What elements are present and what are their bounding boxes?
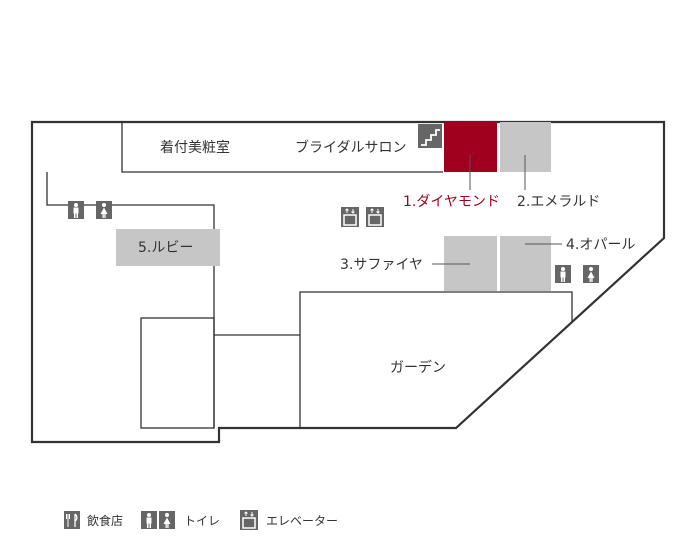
label-opal[interactable]: 4.オパール	[566, 237, 635, 253]
restroom-icon	[555, 265, 599, 283]
label-ruby[interactable]: 5.ルビー	[138, 240, 193, 256]
label-garden: ガーデン	[390, 359, 446, 376]
label-kitsuke: 着付美粧室	[160, 139, 230, 156]
label-sapphire[interactable]: 3.サファイヤ	[340, 257, 423, 273]
restroom-icon	[68, 201, 112, 219]
room-opal[interactable]	[500, 236, 551, 291]
inner-wall-top	[121, 122, 443, 173]
inner-wall-garden	[299, 291, 573, 428]
label-bridal-salon: ブライダルサロン	[295, 139, 406, 156]
elevator-icon	[239, 509, 259, 531]
fork-knife-icon	[64, 511, 80, 529]
room-ruby[interactable]	[116, 229, 220, 266]
elevator-icon	[340, 206, 385, 228]
legend-restaurant: 飲食店	[87, 513, 123, 528]
label-diamond[interactable]: 1.ダイヤモンド	[403, 194, 500, 210]
legend-toilet: トイレ	[184, 514, 220, 528]
restroom-icon	[141, 511, 175, 529]
inner-wall-left	[46, 172, 215, 428]
legend: 飲食店 トイレ エレベーター	[64, 509, 338, 531]
outer-wall	[30, 120, 666, 444]
label-emerald[interactable]: 2.エメラルド	[517, 194, 600, 210]
stairs-icon	[418, 124, 442, 148]
legend-elevator: エレベーター	[266, 514, 338, 528]
room-small-left	[140, 317, 215, 429]
